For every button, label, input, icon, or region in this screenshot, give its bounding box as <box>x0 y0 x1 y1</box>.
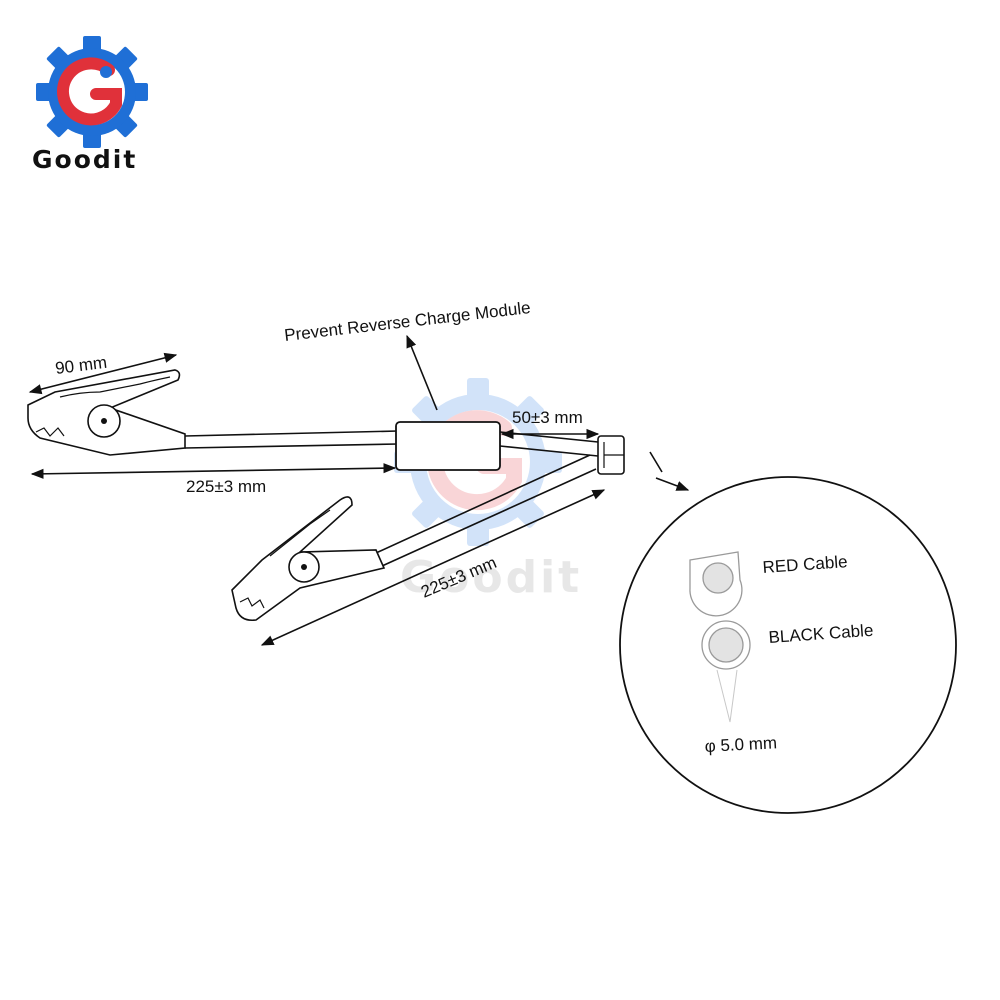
detail-pointer-arrow <box>649 451 688 490</box>
brand-logo: Goodit <box>32 36 148 174</box>
connector-lead-label: 50±3 mm <box>512 408 583 427</box>
red-cable-section <box>689 551 743 617</box>
plug-connector <box>597 435 625 475</box>
clip-length-dim <box>28 352 178 395</box>
lower-alligator-clip <box>231 496 386 622</box>
diameter-leader <box>716 669 738 723</box>
upper-cable-dim <box>30 463 397 479</box>
diameter-label: φ 5.0 mm <box>704 733 777 756</box>
brand-name: Goodit <box>32 145 137 174</box>
upper-alligator-clip <box>27 369 186 456</box>
reverse-charge-module <box>395 421 501 471</box>
lower-cable-dim <box>260 489 606 646</box>
module-leader-arrow <box>406 334 438 411</box>
gear-wrench-g-icon <box>36 36 148 148</box>
upper-cable-label: 225±3 mm <box>186 477 266 496</box>
black-cable-section <box>701 620 751 670</box>
upper-cable <box>184 430 399 449</box>
